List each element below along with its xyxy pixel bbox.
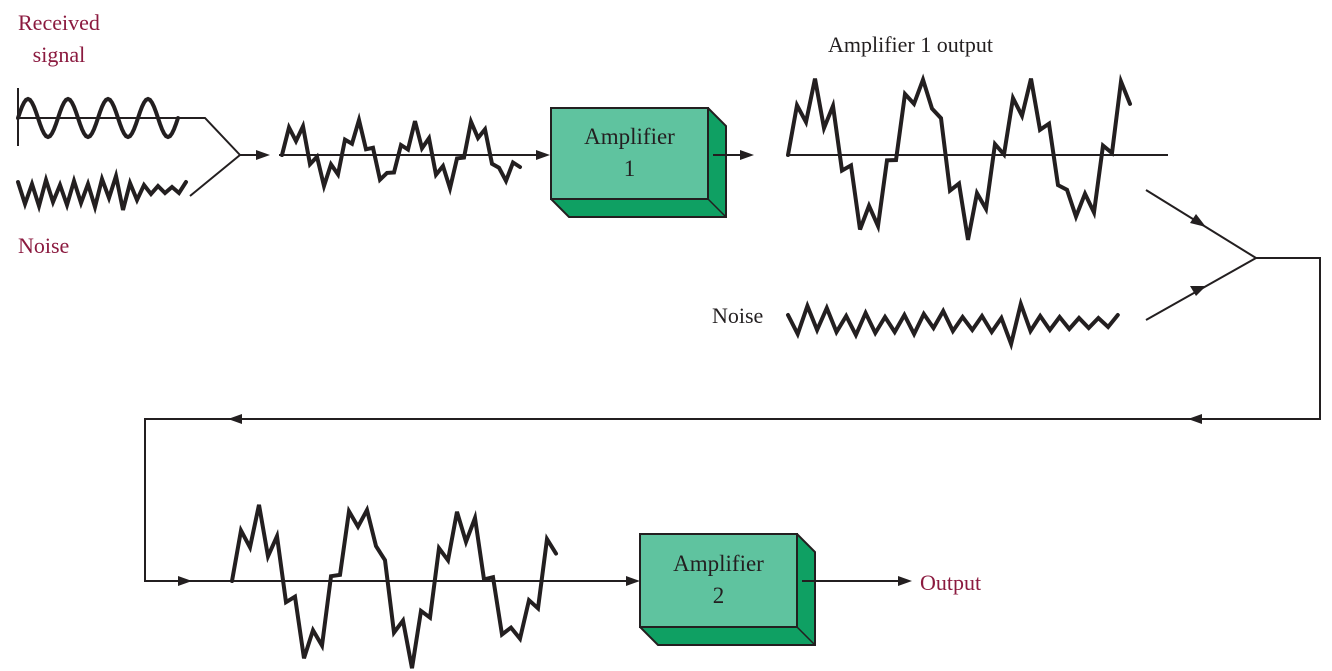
amplifier2-label-line2: 2 bbox=[712, 583, 725, 609]
combiner2-lower-arrow bbox=[1190, 286, 1206, 296]
received-signal-label-line1: Received bbox=[18, 10, 100, 35]
added-noise-wave bbox=[786, 297, 1120, 351]
amplifier1-label-line1: Amplifier bbox=[584, 124, 675, 149]
amplifier2-edge bbox=[796, 626, 816, 646]
amplifier1-block bbox=[550, 107, 727, 218]
return-path-arrow-bottom bbox=[178, 576, 192, 586]
added-noise-label: Noise bbox=[712, 303, 764, 328]
amplifier2-label-line1: Amplifier bbox=[673, 551, 764, 576]
amplifier2-label: Amplifier 2 bbox=[640, 548, 797, 612]
combiner1-upper-wire bbox=[180, 117, 241, 156]
amplifier1-input-arrow bbox=[536, 150, 550, 160]
amplifier2-front-face bbox=[639, 533, 798, 628]
output-arrow bbox=[898, 576, 912, 586]
amplifier1-front-face bbox=[550, 107, 709, 200]
return-path-wire bbox=[144, 257, 1321, 582]
received-signal-label: Received signal bbox=[18, 7, 100, 71]
amplifier2-block bbox=[639, 533, 816, 646]
combiner2-upper-arrow bbox=[1190, 214, 1206, 227]
output-label: Output bbox=[920, 570, 982, 595]
received-signal-wave bbox=[16, 96, 180, 140]
combiner1-arrow bbox=[256, 150, 270, 160]
amplifier1-output-label: Amplifier 1 output bbox=[828, 32, 993, 57]
amplifier2-input-arrow bbox=[626, 576, 640, 586]
received-signal-label-line2: signal bbox=[32, 41, 86, 67]
return-path-arrow-right bbox=[1188, 414, 1202, 424]
amplifier1-output-wave bbox=[786, 73, 1132, 241]
combiner1-lower-wire bbox=[189, 154, 241, 197]
noisy-signal2-wave bbox=[230, 504, 558, 669]
input-noise-label: Noise bbox=[18, 233, 70, 258]
amplifier1-label: Amplifier 1 bbox=[551, 121, 708, 185]
amplifier1-output-arrow bbox=[740, 150, 754, 160]
return-path-arrow-left bbox=[228, 414, 242, 424]
amplifier1-edge bbox=[707, 198, 727, 218]
input-noise-wave bbox=[16, 168, 188, 215]
amplifier1-label-line2: 1 bbox=[623, 156, 636, 182]
noisy-signal1-wave bbox=[280, 112, 522, 196]
